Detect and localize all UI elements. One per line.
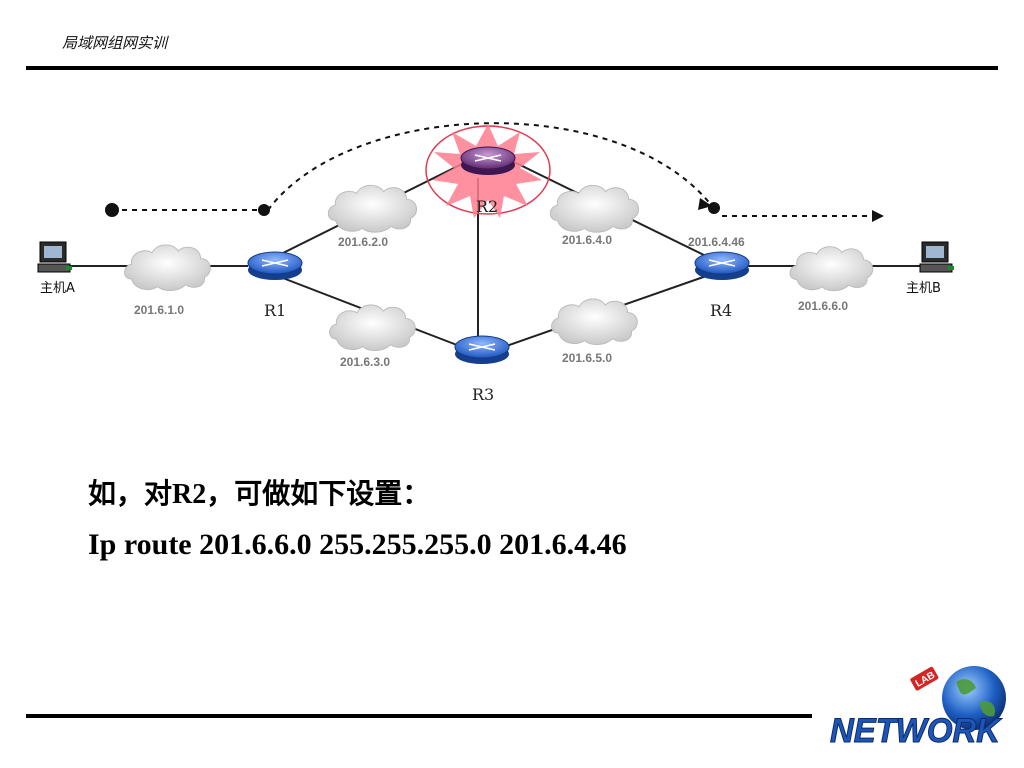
- route-waypoint-dot: [258, 204, 270, 216]
- route-waypoint-dot: [708, 202, 720, 214]
- logo-wordmark: NETWORK: [830, 712, 1002, 750]
- router-r1-label: R1: [264, 301, 286, 320]
- route-path: [112, 122, 872, 217]
- router-r2: [460, 146, 516, 175]
- cloud-201-6-5-0: [551, 298, 638, 346]
- route-start-dot: [105, 203, 119, 217]
- route-arrowhead-curve: [698, 198, 712, 210]
- network-topology-diagram: 主机A 主机B R1 R2 R3 R4 201.6.1.0 201.6.2.0 …: [37, 122, 954, 404]
- host-b-label: 主机B: [906, 281, 941, 296]
- router-r3: [454, 335, 510, 364]
- route-arrowhead-right: [872, 210, 884, 222]
- router-r4-label: R4: [710, 301, 732, 320]
- network-label-201-6-3-0: 201.6.3.0: [340, 355, 390, 369]
- caption-command: Ip route 201.6.6.0 255.255.255.0 201.6.4…: [88, 528, 627, 561]
- host-a-label: 主机A: [40, 281, 75, 296]
- lab-badge: LAB: [910, 666, 939, 691]
- network-label-201-6-1-0: 201.6.1.0: [134, 303, 184, 317]
- network-label-201-6-5-0: 201.6.5.0: [562, 351, 612, 365]
- host-b-computer-icon: [919, 241, 954, 273]
- router-r1: [247, 251, 303, 280]
- router-r3-label: R3: [472, 385, 494, 404]
- next-hop-address-label: 201.6.4.46: [688, 235, 745, 249]
- footer-divider: [26, 714, 812, 718]
- cloud-201-6-2-0: [327, 184, 418, 233]
- page-header-title: 局域网组网实训: [62, 34, 168, 52]
- router-r4: [694, 251, 750, 280]
- cloud-201-6-1-0: [124, 244, 211, 291]
- network-label-201-6-4-0: 201.6.4.0: [562, 233, 612, 247]
- router-r2-label: R2: [476, 197, 498, 216]
- cloud-201-6-6-0: [789, 246, 874, 292]
- network-label-201-6-2-0: 201.6.2.0: [338, 235, 388, 249]
- header-divider: [26, 66, 998, 70]
- cloud-201-6-4-0: [549, 184, 640, 233]
- network-label-201-6-6-0: 201.6.6.0: [798, 299, 848, 313]
- host-a-computer-icon: [37, 241, 72, 273]
- caption-instruction: 如，对R2，可做如下设置：: [88, 479, 431, 510]
- cloud-201-6-3-0: [329, 304, 416, 352]
- network-logo: LAB NETWORK: [830, 666, 1006, 751]
